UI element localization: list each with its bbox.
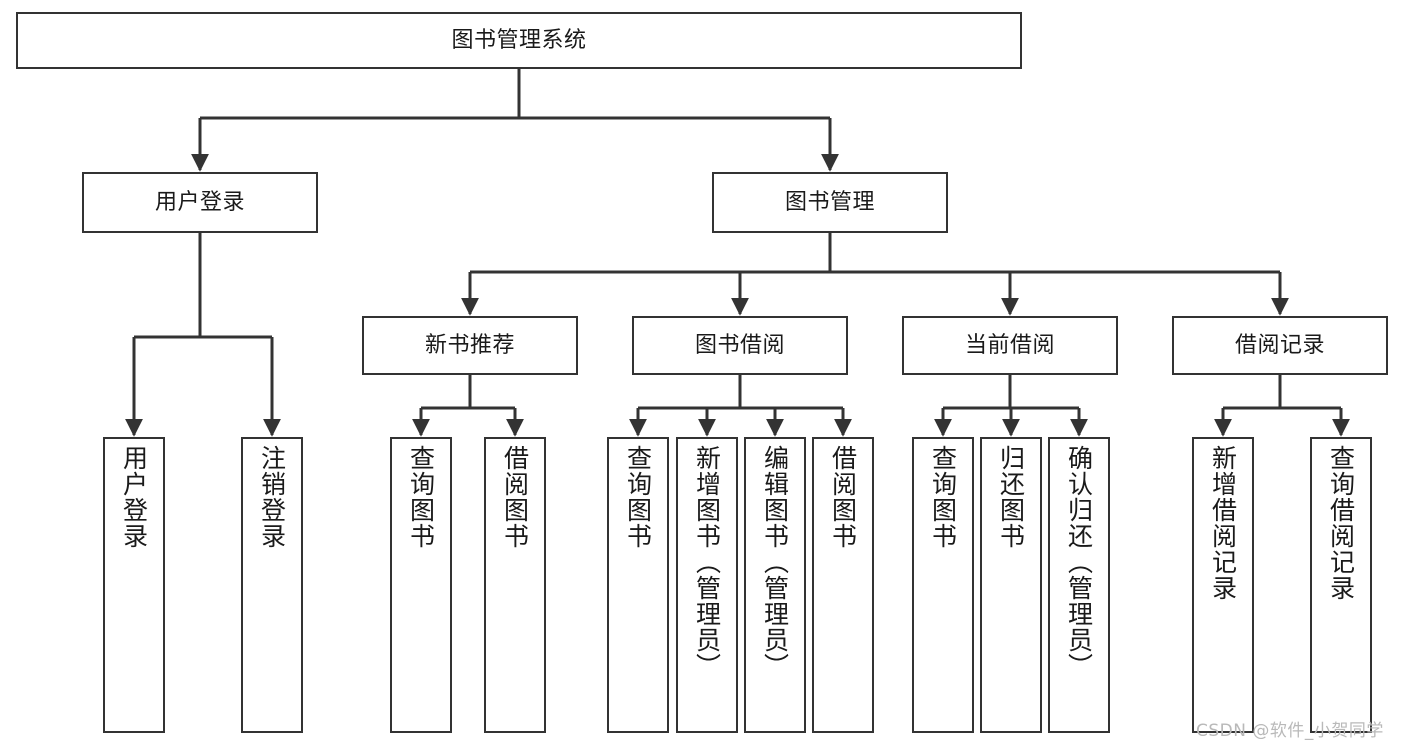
watermark: CSDN @软件_小贺同学 [1196, 721, 1384, 741]
node-root-label: 图书管理系统 [451, 27, 587, 53]
node-leaf-query-book-2-label: 查询图书 [623, 445, 653, 549]
node-leaf-add-book[interactable]: 新增图书（管理员） [676, 437, 738, 733]
node-new-book-recommend[interactable]: 新书推荐 [362, 316, 578, 375]
node-leaf-query-record[interactable]: 查询借阅记录 [1310, 437, 1372, 733]
node-leaf-logout-label: 注销登录 [257, 445, 287, 549]
node-leaf-user-login[interactable]: 用户登录 [103, 437, 165, 733]
node-book-manage-label: 图书管理 [784, 189, 875, 215]
node-user-login[interactable]: 用户登录 [82, 172, 318, 233]
node-root[interactable]: 图书管理系统 [16, 12, 1022, 69]
node-leaf-return-book-label: 归还图书 [996, 445, 1026, 549]
node-book-manage[interactable]: 图书管理 [712, 172, 948, 233]
node-leaf-confirm-return-label: 确认归还（管理员） [1064, 445, 1094, 679]
node-leaf-borrow-book-2-label: 借阅图书 [828, 445, 858, 549]
node-new-book-recommend-label: 新书推荐 [424, 332, 515, 358]
node-user-login-label: 用户登录 [154, 189, 245, 215]
node-leaf-edit-book[interactable]: 编辑图书（管理员） [744, 437, 806, 733]
node-leaf-borrow-book-2[interactable]: 借阅图书 [812, 437, 874, 733]
node-book-borrow[interactable]: 图书借阅 [632, 316, 848, 375]
node-leaf-add-record-label: 新增借阅记录 [1208, 445, 1238, 601]
node-borrow-record-label: 借阅记录 [1234, 332, 1325, 358]
node-leaf-query-book-3[interactable]: 查询图书 [912, 437, 974, 733]
node-leaf-user-login-label: 用户登录 [119, 445, 149, 549]
node-leaf-add-book-label: 新增图书（管理员） [692, 445, 722, 679]
node-current-borrow[interactable]: 当前借阅 [902, 316, 1118, 375]
node-book-borrow-label: 图书借阅 [694, 332, 785, 358]
node-leaf-add-record[interactable]: 新增借阅记录 [1192, 437, 1254, 733]
node-leaf-query-record-label: 查询借阅记录 [1326, 445, 1356, 601]
node-current-borrow-label: 当前借阅 [964, 332, 1055, 358]
node-leaf-edit-book-label: 编辑图书（管理员） [760, 445, 790, 679]
node-leaf-return-book[interactable]: 归还图书 [980, 437, 1042, 733]
node-leaf-logout[interactable]: 注销登录 [241, 437, 303, 733]
node-leaf-borrow-book-1-label: 借阅图书 [500, 445, 530, 549]
node-leaf-confirm-return[interactable]: 确认归还（管理员） [1048, 437, 1110, 733]
node-leaf-query-book-1-label: 查询图书 [406, 445, 436, 549]
node-leaf-query-book-2[interactable]: 查询图书 [607, 437, 669, 733]
node-leaf-borrow-book-1[interactable]: 借阅图书 [484, 437, 546, 733]
node-borrow-record[interactable]: 借阅记录 [1172, 316, 1388, 375]
node-leaf-query-book-1[interactable]: 查询图书 [390, 437, 452, 733]
node-leaf-query-book-3-label: 查询图书 [928, 445, 958, 549]
